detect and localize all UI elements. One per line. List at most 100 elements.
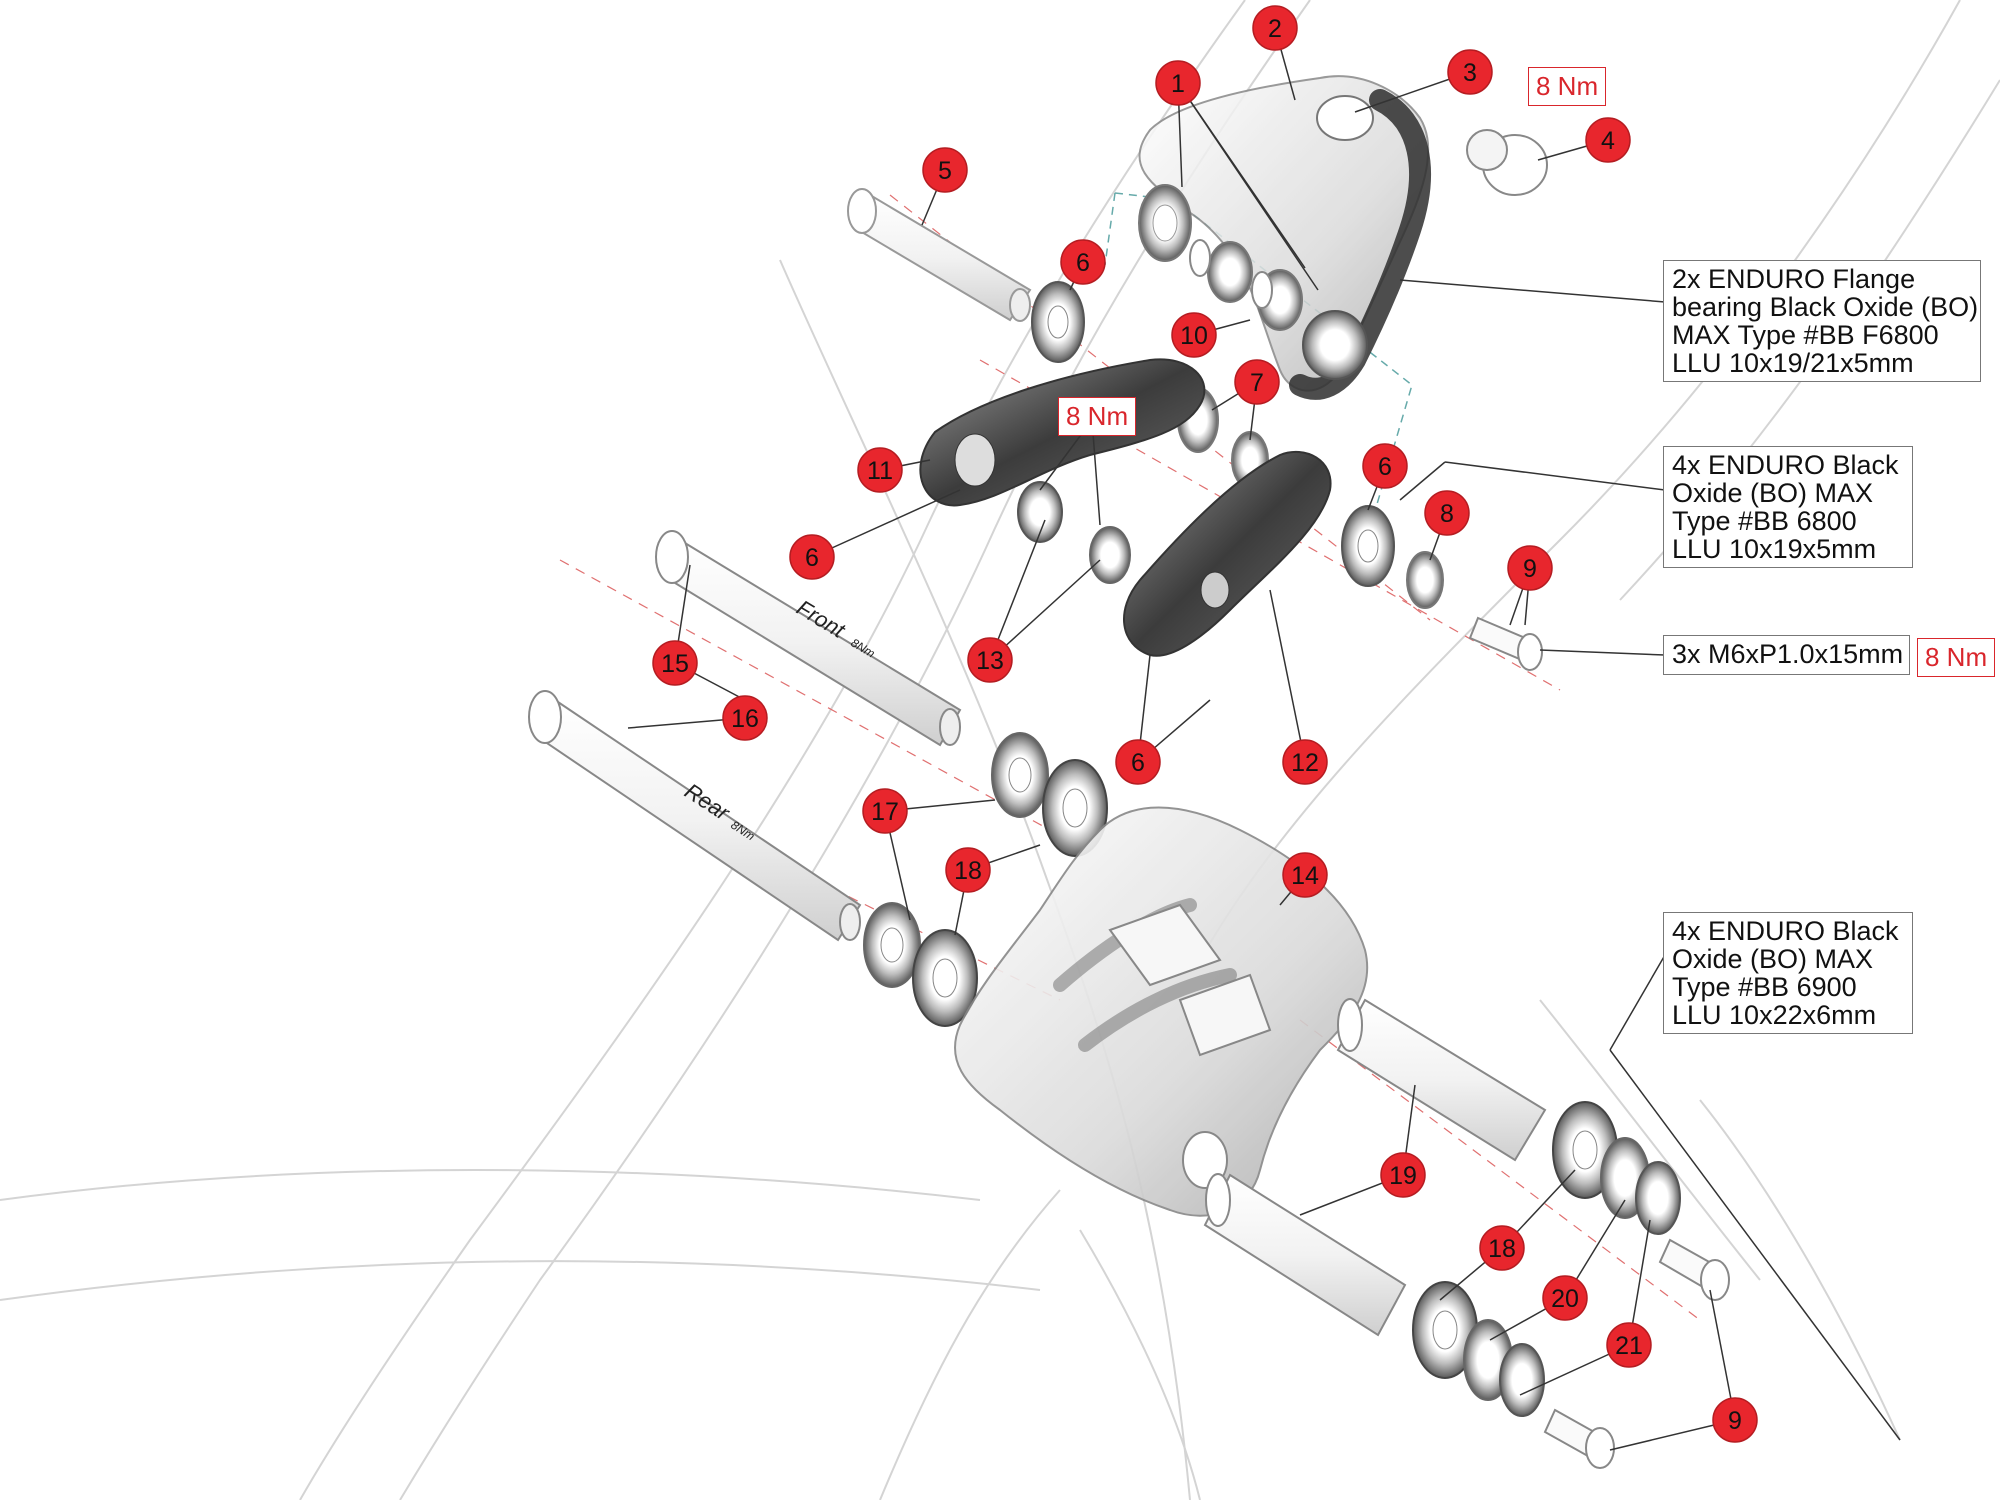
part-marker-18: 18 <box>1479 1225 1525 1271</box>
callout-line: 4x ENDURO Black <box>1672 916 1899 946</box>
part-marker-10: 10 <box>1171 312 1217 358</box>
part-marker-label: 9 <box>1523 555 1537 583</box>
part-marker-label: 3 <box>1463 59 1477 87</box>
upper-rocker-part <box>1138 75 1430 392</box>
callout-line: LLU 10x19x5mm <box>1672 534 1877 564</box>
cap-part <box>1466 129 1548 196</box>
part-marker-21: 21 <box>1606 1322 1652 1368</box>
part-marker-label: 6 <box>1378 453 1392 481</box>
torque-label-middle: 8 Nm <box>1058 397 1137 436</box>
link-12-part <box>1123 450 1332 657</box>
bearing-17-lower <box>863 902 921 988</box>
part-marker-label: 6 <box>1076 249 1090 277</box>
part-marker-1: 1 <box>1155 60 1201 106</box>
part-marker-20: 20 <box>1542 1275 1588 1321</box>
rocker-bore-top <box>1316 95 1374 141</box>
callout-line: bearing Black Oxide (BO) <box>1672 292 1979 322</box>
part-marker-7: 7 <box>1234 359 1280 405</box>
part-marker-label: 4 <box>1601 127 1615 155</box>
flange-bearing-1 <box>1138 184 1192 262</box>
part-marker-label: 16 <box>731 705 759 733</box>
callout-line: 4x ENDURO Black <box>1672 450 1899 480</box>
part-marker-12: 12 <box>1282 739 1328 785</box>
part-marker-label: 6 <box>805 544 819 572</box>
part-marker-label: 11 <box>867 457 893 485</box>
part-marker-15: 15 <box>652 640 698 686</box>
part-marker-6: 6 <box>1115 739 1161 785</box>
part-marker-6: 6 <box>789 534 835 580</box>
torque-label-top: 8 Nm <box>1528 67 1607 106</box>
flange-bearing-callout: 2x ENDURO Flange bearing Black Oxide (BO… <box>1663 260 1981 382</box>
torque-label-bolt: 8 Nm <box>1917 638 1996 677</box>
part-marker-label: 5 <box>938 157 952 185</box>
callout-line: Oxide (BO) MAX <box>1672 478 1874 508</box>
washer-13 <box>1089 526 1131 584</box>
part-marker-17: 17 <box>862 788 908 834</box>
part-marker-18: 18 <box>945 847 991 893</box>
part-marker-label: 8 <box>1440 500 1454 528</box>
callout-line: Type #BB 6900 <box>1672 972 1857 1002</box>
part-marker-label: 18 <box>1488 1235 1516 1263</box>
part-marker-13: 13 <box>967 637 1013 683</box>
part-marker-label: 10 <box>1180 322 1208 350</box>
bearing-6900-callout: 4x ENDURO Black Oxide (BO) MAX Type #BB … <box>1663 912 1913 1034</box>
part-marker-label: 19 <box>1389 1162 1417 1190</box>
flange-bearing-2 <box>1207 241 1303 331</box>
part-marker-5: 5 <box>922 147 968 193</box>
part-marker-label: 6 <box>1131 749 1145 777</box>
spacer-10 <box>1189 239 1273 309</box>
bearing-6a <box>1031 281 1085 363</box>
rocker-bore-bottom <box>1302 310 1368 380</box>
bearing-8 <box>1406 551 1444 609</box>
part-marker-label: 14 <box>1291 862 1319 890</box>
part-marker-label: 17 <box>871 798 899 826</box>
part-marker-9: 9 <box>1712 1397 1758 1443</box>
cap-21-lower <box>1499 1343 1545 1417</box>
bearing-18-upper <box>1042 759 1108 857</box>
part-marker-3: 3 <box>1447 49 1493 95</box>
part-marker-6: 6 <box>1362 443 1408 489</box>
part-marker-label: 2 <box>1268 15 1282 43</box>
part-marker-16: 16 <box>722 695 768 741</box>
callout-line: 2x ENDURO Flange <box>1672 264 1916 294</box>
part-marker-19: 19 <box>1380 1152 1426 1198</box>
callout-line: MAX Type #BB F6800 <box>1672 320 1939 350</box>
bolt-9-upper <box>1468 616 1543 671</box>
callout-line: Type #BB 6800 <box>1672 506 1857 536</box>
shaft-5 <box>847 188 1032 322</box>
callout-line: LLU 10x22x6mm <box>1672 1000 1877 1030</box>
bolt-9-lower-b <box>1543 1408 1615 1469</box>
rear-shaft-part: Rear 8Nm <box>528 690 862 942</box>
part-marker-label: 7 <box>1250 369 1264 397</box>
bearing-6b <box>1341 505 1395 587</box>
sleeve-19-upper <box>1336 998 1547 1162</box>
bearing-6800-callout: 4x ENDURO Black Oxide (BO) MAX Type #BB … <box>1663 446 1913 568</box>
bolt-callout: 3x M6xP1.0x15mm <box>1663 635 1910 675</box>
part-marker-2: 2 <box>1252 5 1298 51</box>
link-11-bore <box>954 433 996 487</box>
bearing-18-lower <box>912 929 978 1027</box>
callout-line: 3x M6xP1.0x15mm <box>1672 639 1904 669</box>
part-marker-label: 1 <box>1171 70 1185 98</box>
part-marker-label: 13 <box>976 647 1004 675</box>
sleeve-19-lower <box>1203 1173 1407 1337</box>
part-marker-11: 11 <box>857 447 903 493</box>
part-marker-label: 18 <box>954 857 982 885</box>
part-marker-8: 8 <box>1424 490 1470 536</box>
part-marker-9: 9 <box>1507 545 1553 591</box>
part-marker-4: 4 <box>1585 117 1631 163</box>
part-marker-label: 9 <box>1728 1407 1742 1435</box>
part-marker-label: 15 <box>661 650 689 678</box>
bearing-17-upper <box>991 732 1049 818</box>
part-marker-label: 21 <box>1615 1332 1643 1360</box>
upper-rocker-edge <box>1289 89 1431 400</box>
part-marker-label: 20 <box>1551 1285 1579 1313</box>
cap-21-upper <box>1635 1161 1681 1235</box>
part-marker-14: 14 <box>1282 852 1328 898</box>
link-12-bore <box>1200 571 1230 609</box>
link-11-washer <box>1017 481 1063 543</box>
callout-line: LLU 10x19/21x5mm <box>1672 348 1914 378</box>
